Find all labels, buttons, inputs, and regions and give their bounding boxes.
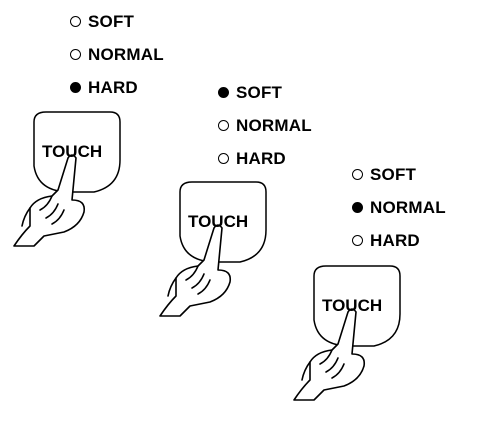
option-hard: HARD (70, 71, 164, 104)
touch-button-label: TOUCH (188, 212, 249, 231)
pointing-hand-icon (13, 154, 86, 247)
option-label: HARD (236, 148, 286, 168)
option-label: HARD (88, 77, 138, 97)
button-and-hand-graphic (13, 111, 121, 247)
option-label: SOFT (236, 82, 283, 102)
sensitivity-options: SOFT NORMAL HARD (70, 5, 164, 104)
radio-indicator (352, 169, 363, 180)
touch-button-label: TOUCH (322, 296, 383, 315)
pointing-hand-icon (293, 308, 366, 401)
panel-hard: SOFT NORMAL HARD (70, 5, 230, 285)
radio-indicator (218, 153, 229, 164)
option-soft: SOFT (352, 158, 446, 191)
option-label: NORMAL (370, 197, 446, 217)
touch-button-label: TOUCH (42, 142, 103, 161)
option-normal: NORMAL (218, 109, 312, 142)
button-and-hand-graphic (293, 265, 401, 401)
touch-button[interactable]: TOUCH (280, 262, 401, 402)
radio-indicator (352, 235, 363, 246)
option-normal: NORMAL (70, 38, 164, 71)
option-hard: HARD (352, 224, 446, 257)
radio-indicator (70, 49, 81, 60)
radio-indicator (70, 16, 81, 27)
option-label: NORMAL (236, 115, 312, 135)
option-label: SOFT (88, 11, 135, 31)
touch-button[interactable]: TOUCH (0, 108, 121, 248)
touch-button-outline (179, 181, 267, 263)
panel-normal: SOFT NORMAL HARD (352, 158, 482, 438)
panel-soft: SOFT NORMAL HARD (218, 76, 378, 356)
option-hard: HARD (218, 142, 312, 175)
option-soft: SOFT (218, 76, 312, 109)
pointing-hand-icon (159, 224, 232, 317)
option-soft: SOFT (70, 5, 164, 38)
touch-button-outline (313, 265, 401, 347)
touch-button[interactable]: TOUCH (146, 178, 267, 318)
option-label: NORMAL (88, 44, 164, 64)
button-and-hand-graphic (159, 181, 267, 317)
touch-button-outline (33, 111, 121, 193)
radio-indicator-selected (70, 82, 81, 93)
radio-indicator-selected (352, 202, 363, 213)
radio-indicator-selected (218, 87, 229, 98)
option-normal: NORMAL (352, 191, 446, 224)
option-label: SOFT (370, 164, 417, 184)
radio-indicator (218, 120, 229, 131)
option-label: HARD (370, 230, 420, 250)
sensitivity-options: SOFT NORMAL HARD (352, 158, 446, 257)
touch-sensitivity-diagram: SOFT NORMAL HARD TOUCH (0, 5, 446, 402)
sensitivity-options: SOFT NORMAL HARD (218, 76, 312, 175)
